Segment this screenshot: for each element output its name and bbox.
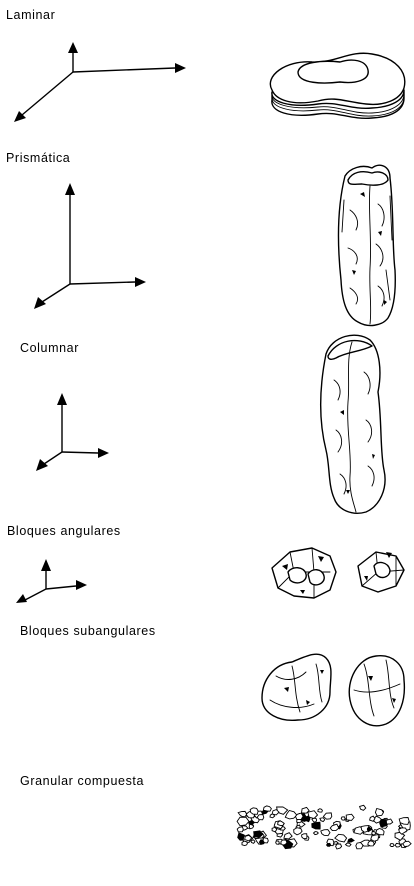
structure-laminar: Laminar <box>6 8 405 122</box>
granule <box>302 834 307 839</box>
granule <box>257 815 264 820</box>
granule <box>320 818 325 822</box>
label-bloques-angulares: Bloques angulares <box>7 524 121 538</box>
granule <box>386 819 392 824</box>
label-bloques-subangulares: Bloques subangulares <box>20 624 156 638</box>
granule <box>312 822 320 829</box>
structure-prismatica: Prismática <box>6 151 395 325</box>
granule <box>281 840 287 845</box>
label-columnar: Columnar <box>20 341 79 355</box>
structure-bloques-subangulares: Bloques subangulares <box>20 624 404 726</box>
granule <box>321 830 330 836</box>
structure-granular-compuesta: Granular compuesta <box>20 774 411 849</box>
granule <box>370 816 375 821</box>
granule <box>330 824 339 830</box>
granule <box>242 841 247 845</box>
columnar-aggregate <box>321 335 385 513</box>
granule <box>314 832 319 835</box>
granule <box>327 843 331 846</box>
angular-block-aggregates <box>272 548 404 598</box>
granule <box>323 813 331 819</box>
granule <box>250 808 258 815</box>
axes-prismatica-icon <box>34 183 146 309</box>
granule <box>346 814 354 820</box>
granule <box>399 818 409 825</box>
granule <box>238 811 246 816</box>
granule <box>237 827 243 832</box>
structure-bloques-angulares: Bloques angulares <box>7 524 404 603</box>
granule <box>308 811 318 819</box>
granule <box>263 806 271 811</box>
axes-bloques-angulares-icon <box>16 559 87 603</box>
granule <box>368 841 374 846</box>
granule <box>278 821 285 826</box>
granule <box>372 832 376 835</box>
granule <box>285 811 297 819</box>
subangular-block-aggregates <box>262 654 404 726</box>
granule <box>341 817 345 820</box>
granule <box>294 828 302 835</box>
granule <box>346 843 352 846</box>
label-granular-compuesta: Granular compuesta <box>20 774 144 788</box>
axes-laminar-icon <box>14 42 186 122</box>
granule <box>318 809 323 812</box>
granule <box>276 841 280 844</box>
label-laminar: Laminar <box>6 8 55 22</box>
granule <box>376 829 384 835</box>
axes-columnar-icon <box>36 393 109 471</box>
granule <box>296 813 304 819</box>
granule <box>335 834 347 842</box>
granule <box>249 824 253 829</box>
label-prismatica: Prismática <box>6 151 70 165</box>
granule <box>360 805 366 810</box>
prismatic-aggregate <box>338 165 395 325</box>
granule <box>336 844 342 849</box>
granule <box>272 827 277 832</box>
granule <box>375 809 383 816</box>
granule <box>348 838 354 842</box>
structure-columnar: Columnar <box>20 335 385 513</box>
granule <box>263 838 268 843</box>
granule <box>251 840 255 843</box>
granule <box>334 842 338 845</box>
granule <box>284 833 292 839</box>
granule <box>312 818 317 822</box>
laminar-aggregate <box>270 53 404 118</box>
granule <box>390 844 394 847</box>
granule-cluster <box>237 805 411 849</box>
